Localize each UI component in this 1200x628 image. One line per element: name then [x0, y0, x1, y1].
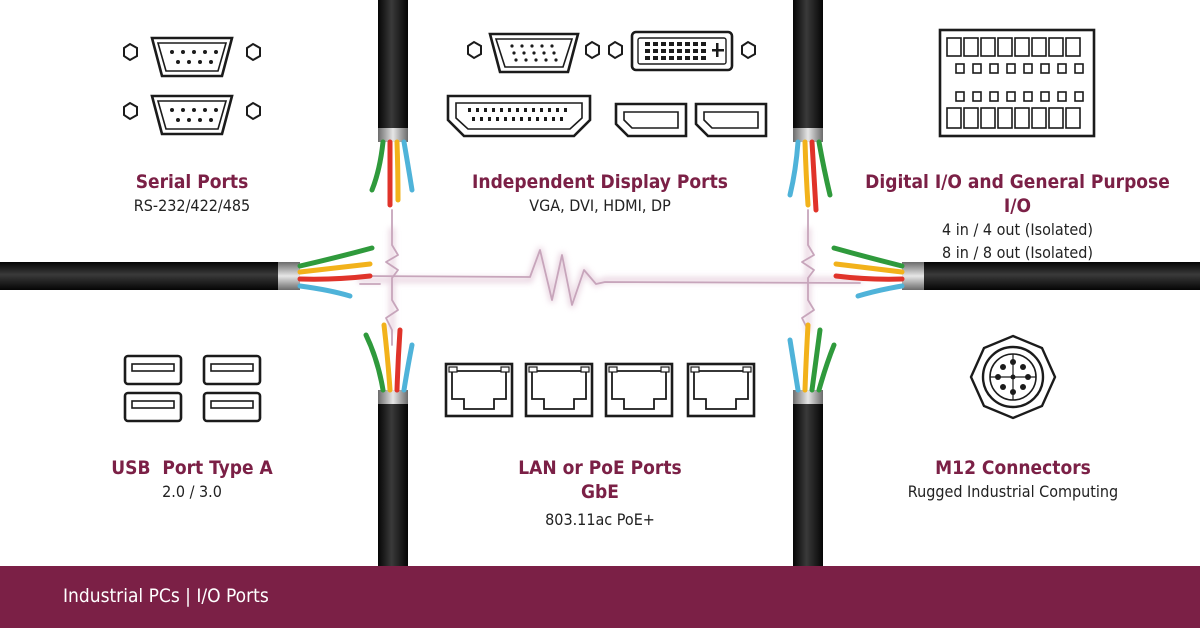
usb-a-port-icon	[123, 354, 262, 423]
digital-io-title: Digital I/O and General Purpose I/O	[865, 171, 1170, 217]
usb-ports-block: USB Port Type A 2.0 / 3.0	[62, 456, 322, 503]
digital-io-line-2: 8 in / 8 out (Isolated)	[942, 243, 1093, 262]
m12-connectors-block: M12 Connectors Rugged Industrial Computi…	[880, 456, 1146, 503]
serial-ports-block: Serial Ports RS-232/422/485	[62, 170, 322, 217]
vertical-cables	[378, 0, 823, 566]
colored-wires	[297, 139, 905, 393]
rj45-port-icon	[444, 362, 756, 418]
m12-connector-icon	[969, 334, 1057, 420]
display-ports-subtitle: VGA, DVI, HDMI, DP	[529, 196, 671, 215]
display-ports-title: Independent Display Ports	[472, 171, 728, 193]
lan-ports-title-2: GbE	[581, 481, 619, 503]
digital-io-line-1: 4 in / 4 out (Isolated)	[942, 220, 1093, 239]
signal-traces	[357, 209, 863, 346]
digital-io-block: Digital I/O and General Purpose I/O 4 in…	[850, 170, 1185, 264]
lan-ports-subtitle: 803.11ac PoE+	[545, 510, 655, 529]
terminal-block-icon	[938, 28, 1096, 138]
footer-label: Industrial PCs | I/O Ports	[63, 585, 269, 607]
serial-ports-title: Serial Ports	[135, 171, 249, 193]
db9-serial-connector-icon	[123, 36, 261, 136]
lan-ports-title: LAN or PoE Ports	[518, 457, 682, 479]
m12-connectors-title: M12 Connectors	[935, 457, 1091, 479]
lan-ports-block: LAN or PoE Ports GbE 803.11ac PoE+	[440, 456, 760, 531]
usb-ports-title: USB Port Type A	[111, 457, 273, 479]
display-connectors-icon	[446, 30, 768, 138]
display-ports-block: Independent Display Ports VGA, DVI, HDMI…	[440, 170, 760, 217]
m12-connectors-subtitle: Rugged Industrial Computing	[907, 482, 1119, 501]
horizontal-cables	[0, 262, 1200, 290]
serial-ports-subtitle: RS-232/422/485	[133, 196, 251, 215]
usb-ports-subtitle: 2.0 / 3.0	[162, 482, 222, 501]
